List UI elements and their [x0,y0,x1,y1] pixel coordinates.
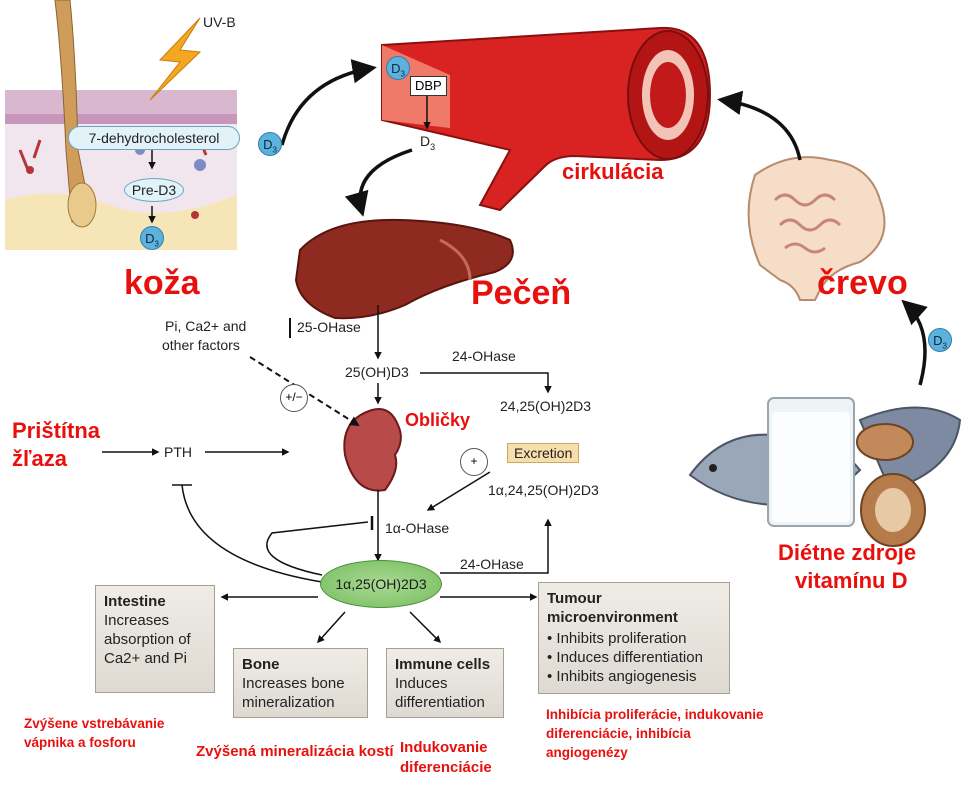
intestine-box-title: Intestine [104,593,166,610]
intestine-box-text: Increases absorption of Ca2+ and Pi [104,612,191,667]
circulation-label: cirkulácia [562,159,664,184]
7-dehydrocholesterol-label: 7-dehydrocholesterol [68,126,240,150]
immune-effect-box: Immune cells Induces differentiation [386,648,504,718]
bone-effect-box: Bone Increases bone mineralization [233,648,368,718]
parathyroid-label-1: Prištítna [12,418,101,443]
24-ohase-bottom-label: 24-OHase [460,556,524,572]
24-ohase-top-label: 24-OHase [452,348,516,364]
liver-illustration [294,218,514,320]
1a-ohase-label: 1α-OHase [385,520,450,536]
arrow-circulation-to-liver [344,148,413,217]
immune-box-text: Induces differentiation [395,675,485,711]
liver-label: Pečeň [471,274,572,312]
excretion-label: Excretion [507,443,580,463]
intestine-illustration [747,156,886,301]
arrow-25ohd3-to-24-25 [420,372,552,394]
intestine-effect-box: Intestine Increases absorption of Ca2+ a… [95,585,215,693]
arrow-calcitriol-to-1a-24-25 [440,518,552,574]
tumour-box-title: Tumour microenvironment [547,590,678,626]
skin-label: koža [124,264,200,302]
dietary-sources-label-1: Diétne zdroje [778,540,917,565]
tumour-effect-item: Induces differentiation [547,648,721,667]
d3-skin-badge: D3 [140,226,164,250]
arrow-food-to-intestine [901,299,928,386]
skin-illustration [5,0,237,250]
d3-skin-out-badge: D3 [258,132,282,156]
tumour-effect-list: Inhibits proliferation Induces different… [547,629,721,686]
arrow-24-25-to-1a-24-25 [426,471,491,511]
pth-label: PTH [164,444,192,460]
dbp-label: DBP [410,76,447,96]
factors-label-1: Pi, Ca2+ and [165,318,247,334]
parathyroid-label-2: žľaza [12,446,67,471]
immune-note: Indukovanie diferenciácie [400,739,492,776]
artery-illustration [381,26,712,212]
d3-circulation-badge: D3 [386,56,410,80]
d3-free-label: D3 [420,133,436,152]
calcitriol-node: 1α,25(OH)2D3 [320,560,442,608]
25ohd3-label: 25(OH)D3 [345,364,409,380]
tumour-effect-item: Inhibits proliferation [547,629,721,648]
kidney-illustration [343,408,402,492]
arrow-calcitriol-to-bone [316,611,346,644]
bone-note: Zvýšená mineralizácia kostí [196,743,394,760]
arrow-skin-to-circulation [280,59,377,146]
dietary-sources-label-2: vitamínu D [795,568,908,593]
25-ohase-label: 25-OHase [297,319,361,335]
arrow-intestine-to-circulation [717,90,802,161]
pre-d3-label: Pre-D3 [124,178,184,202]
tumour-effect-box: Tumour microenvironment Inhibits prolife… [538,582,730,694]
24-25-oh2d3-label: 24,25(OH)2D3 [500,398,592,414]
d3-dietary-badge: D3 [928,328,952,352]
intestine-note: Zvýšene vstrebávanie vápnika a fosforu [24,716,165,750]
feedback-calcitriol-to-1a-ohase [266,521,369,576]
kidney-label: Obličky [405,410,471,430]
arrow-calcitriol-to-immune [409,611,442,644]
tumour-note: Inhibícia proliferácie, indukovanie dife… [546,707,764,760]
tumour-effect-item: Inhibits angiogenesis [547,667,721,686]
factors-label-2: other factors [162,337,240,353]
plus-minus-regulator: +/− [280,384,308,412]
bone-box-title: Bone [242,656,280,673]
intestine-organ-label: črevo [817,264,908,302]
bone-box-text: Increases bone mineralization [242,675,345,711]
1a-24-25-oh2d3-label: 1α,24,25(OH)2D3 [488,482,599,498]
inhibit-calcitriol-to-pth [172,484,323,583]
uvb-lightning-icon [149,17,202,101]
plus-regulator: + [460,448,488,476]
immune-box-title: Immune cells [395,656,491,673]
dietary-food-illustration [688,397,962,547]
uvb-label: UV-B [203,14,236,30]
